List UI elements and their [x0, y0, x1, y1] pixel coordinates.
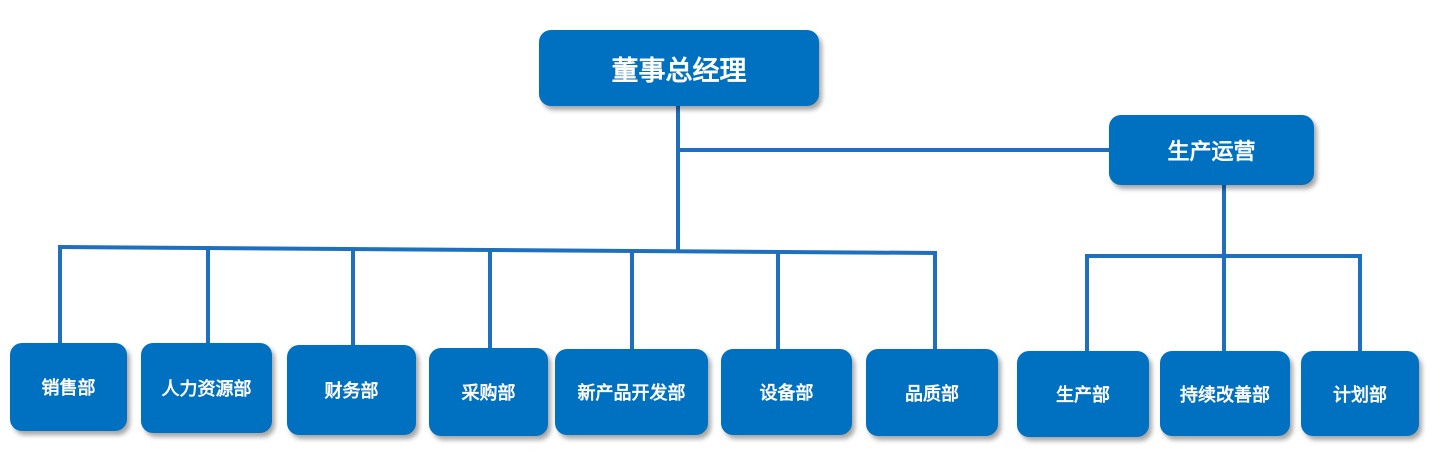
- node-label: 采购部: [461, 383, 516, 404]
- node-dept-continuous-improvement: 持续改善部: [1160, 351, 1290, 436]
- node-dept-purchasing: 采购部: [429, 348, 548, 436]
- node-dept-finance: 财务部: [287, 345, 416, 435]
- node-dept-equipment: 设备部: [721, 349, 852, 435]
- node-label: 人力资源部: [161, 379, 252, 400]
- node-label: 销售部: [41, 378, 96, 399]
- node-dept-quality: 品质部: [866, 349, 998, 436]
- node-label: 设备部: [759, 383, 814, 404]
- node-managing-director: 董事总经理: [539, 30, 819, 106]
- node-label: 新产品开发部: [577, 383, 686, 404]
- node-label: 生产部: [1056, 385, 1110, 406]
- node-label: 计划部: [1333, 384, 1387, 406]
- node-label: 董事总经理: [611, 55, 747, 87]
- node-dept-production: 生产部: [1017, 351, 1149, 437]
- node-dept-hr: 人力资源部: [141, 343, 272, 433]
- node-label: 财务部: [324, 381, 379, 402]
- node-label: 生产运营: [1167, 140, 1256, 165]
- node-dept-sales: 销售部: [10, 343, 127, 431]
- node-label: 持续改善部: [1180, 384, 1270, 406]
- node-dept-planning: 计划部: [1301, 351, 1419, 436]
- node-label: 品质部: [905, 383, 959, 405]
- node-dept-rnd: 新产品开发部: [555, 349, 708, 435]
- departments-bus-line: [57, 244, 938, 256]
- node-operations: 生产运营: [1109, 115, 1314, 185]
